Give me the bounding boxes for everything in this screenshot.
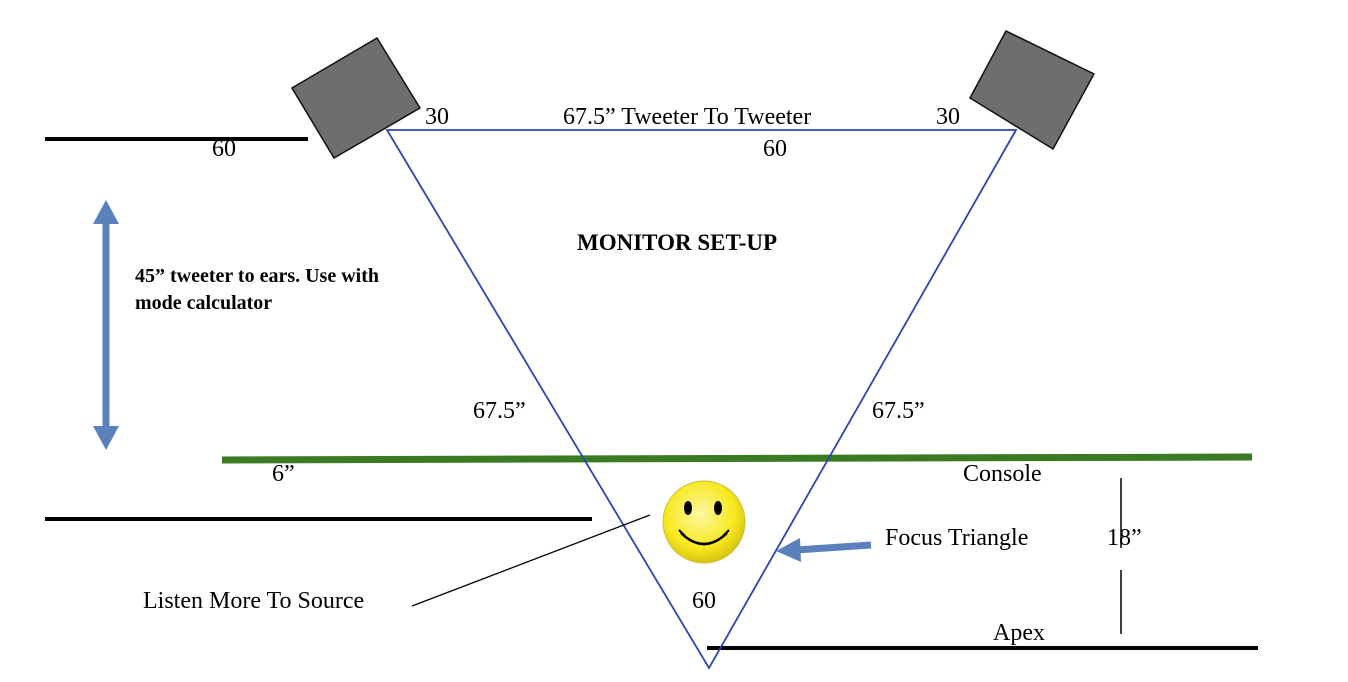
right-side-label: 67.5” <box>872 398 925 424</box>
left-speaker-icon <box>290 36 422 160</box>
note-line-2: mode calculator <box>135 292 272 314</box>
angle-left-wall: 60 <box>212 136 236 162</box>
console-offset-label: 6” <box>272 461 295 487</box>
angle-left-speaker: 30 <box>425 104 449 130</box>
focus-triangle-label: Focus Triangle <box>885 525 1028 551</box>
smiley-face-icon <box>662 480 746 564</box>
focus-distance-label: 18” <box>1107 525 1142 551</box>
console-line <box>221 453 1253 464</box>
double-arrow-icon <box>93 200 119 450</box>
top-label: 67.5” Tweeter To Tweeter <box>563 104 811 130</box>
apex-label: Apex <box>993 620 1045 646</box>
diagram-title: MONITOR SET-UP <box>577 230 777 255</box>
right-speaker-icon <box>969 30 1096 151</box>
listen-leader-line <box>411 514 651 607</box>
arrow-left-icon <box>776 538 872 562</box>
angle-top-center: 60 <box>763 136 787 162</box>
angle-apex: 60 <box>692 588 716 614</box>
listen-label: Listen More To Source <box>143 588 364 614</box>
note-line-1: 45” tweeter to ears. Use with <box>135 265 379 287</box>
console-label: Console <box>963 461 1042 487</box>
left-side-label: 67.5” <box>473 398 526 424</box>
angle-right-speaker: 30 <box>936 104 960 130</box>
focus-triangle <box>385 129 1018 670</box>
